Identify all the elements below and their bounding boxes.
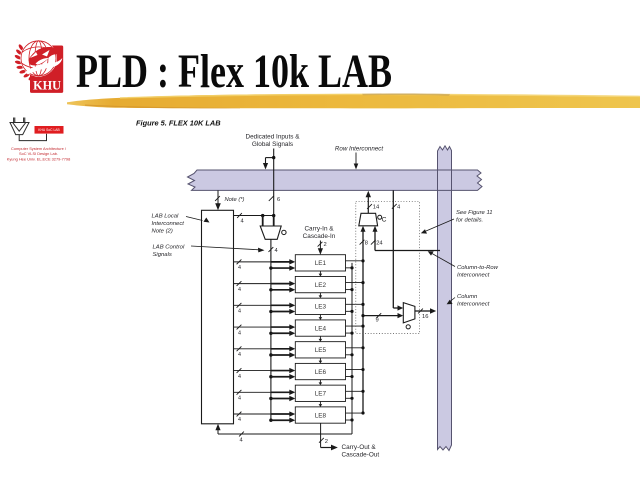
svg-text:Column: Column — [457, 294, 478, 300]
svg-text:Cascade-In: Cascade-In — [303, 233, 336, 240]
svg-text:LE1: LE1 — [315, 260, 327, 267]
svg-text:4: 4 — [241, 219, 245, 225]
svg-text:Note (2): Note (2) — [152, 229, 173, 235]
svg-text:C: C — [382, 217, 387, 224]
svg-text:14: 14 — [373, 205, 380, 211]
svg-text:4: 4 — [238, 287, 241, 293]
svg-text:KHU: KHU — [33, 78, 61, 92]
svg-text:4: 4 — [238, 309, 241, 315]
svg-text:LE2: LE2 — [315, 282, 327, 289]
svg-text:24: 24 — [376, 240, 383, 246]
svg-text:LE7: LE7 — [315, 391, 327, 398]
svg-text:6: 6 — [277, 197, 280, 203]
svg-text:8: 8 — [365, 240, 368, 246]
svg-text:4: 4 — [238, 352, 241, 358]
svg-text:LE6: LE6 — [315, 369, 327, 376]
svg-text:Figure 5. FLEX 10K LAB: Figure 5. FLEX 10K LAB — [136, 119, 221, 128]
svg-text:9: 9 — [376, 318, 379, 324]
svg-text:Dedicated Inputs &: Dedicated Inputs & — [246, 134, 301, 141]
svg-text:Kyung Hee Univ. EL.ECE 3279-77: Kyung Hee Univ. EL.ECE 3279-7798 — [7, 156, 71, 161]
svg-text:4: 4 — [238, 417, 241, 423]
svg-text:2: 2 — [325, 439, 328, 445]
svg-text:LE5: LE5 — [315, 347, 327, 354]
svg-text:4: 4 — [238, 265, 241, 271]
svg-text:4: 4 — [275, 248, 279, 254]
svg-text:Row Interconnect: Row Interconnect — [335, 146, 383, 153]
svg-text:LE3: LE3 — [315, 304, 327, 311]
svg-text:LAB Local: LAB Local — [152, 214, 180, 220]
svg-text:SoC VLSI Design Lab.: SoC VLSI Design Lab. — [19, 151, 58, 156]
svg-text:Global Signals: Global Signals — [252, 141, 293, 148]
svg-text:LE4: LE4 — [315, 325, 327, 332]
svg-text:4: 4 — [238, 330, 241, 336]
svg-text:LE8: LE8 — [315, 412, 327, 419]
svg-text:4: 4 — [238, 374, 241, 380]
svg-text:Interconnect: Interconnect — [457, 273, 490, 279]
svg-text:Carry-Out &: Carry-Out & — [342, 444, 377, 451]
svg-text:for details.: for details. — [456, 218, 483, 224]
svg-text:Column-to-Row: Column-to-Row — [457, 265, 499, 271]
svg-text:Note (*): Note (*) — [225, 197, 245, 203]
svg-text:Carry-In &: Carry-In & — [304, 226, 334, 233]
svg-text:Interconnect: Interconnect — [152, 221, 185, 227]
svg-text:Computer System Architecture /: Computer System Architecture / — [11, 146, 67, 151]
svg-text:2: 2 — [324, 242, 327, 248]
svg-text:4: 4 — [238, 395, 241, 401]
svg-text:4: 4 — [240, 438, 244, 444]
svg-text:See Figure 11: See Figure 11 — [456, 210, 493, 216]
svg-text:Signals: Signals — [153, 252, 172, 258]
svg-text:Cascade-Out: Cascade-Out — [342, 452, 380, 459]
svg-text:LAB Control: LAB Control — [153, 245, 185, 251]
svg-text:4: 4 — [397, 204, 401, 210]
svg-text:16: 16 — [422, 314, 428, 320]
svg-text:Interconnect: Interconnect — [457, 302, 490, 308]
svg-text:KHU SoC LAB: KHU SoC LAB — [38, 128, 60, 132]
